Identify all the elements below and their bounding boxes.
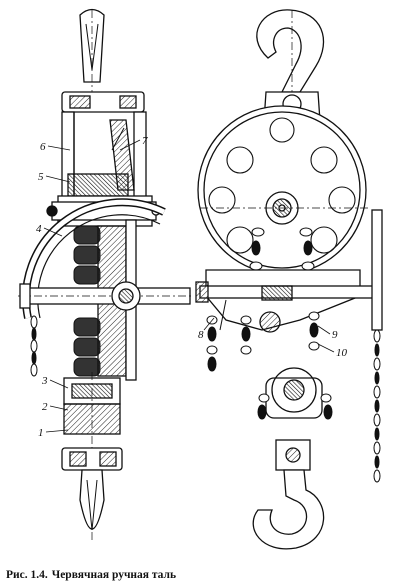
front-view <box>195 9 383 550</box>
callout-3: 3 <box>41 375 48 387</box>
callout-7: 7 <box>142 135 148 147</box>
callout-9: 9 <box>332 329 338 341</box>
figure-title: Червячная ручная таль <box>51 569 177 581</box>
leader-lines <box>43 139 335 433</box>
callout-8: 8 <box>198 329 204 341</box>
callout-6: 6 <box>40 141 46 153</box>
side-section-view <box>18 8 194 540</box>
worm-hoist-drawing: 6 7 5 4 3 2 1 8 9 10 <box>18 8 383 550</box>
callout-1: 1 <box>38 427 44 439</box>
callout-4: 4 <box>36 223 42 235</box>
callout-10: 10 <box>336 347 348 359</box>
figure-caption: Рис. 1.4.Червячная ручная таль <box>6 569 176 581</box>
callout-5: 5 <box>38 171 44 183</box>
callout-2: 2 <box>42 401 48 413</box>
figure-number: Рис. 1.4. <box>6 569 48 581</box>
